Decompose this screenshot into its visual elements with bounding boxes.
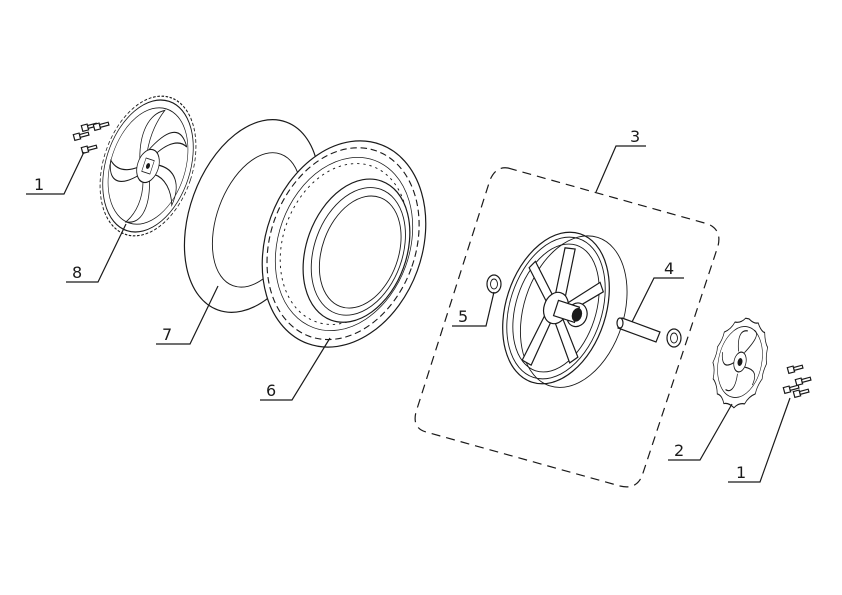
- tire-part: [261, 140, 427, 348]
- bolts-right: [782, 364, 812, 399]
- leader-lines: [26, 145, 791, 483]
- brake-disc-part: [712, 317, 769, 409]
- rim-part: [502, 231, 628, 388]
- callout-1-right: 1: [736, 463, 746, 482]
- axle-part: [616, 317, 682, 348]
- callout-4: 4: [664, 259, 674, 278]
- callout-1-left: 1: [34, 175, 44, 194]
- bearing-part: [486, 274, 502, 294]
- callout-5: 5: [458, 307, 468, 326]
- callout-8: 8: [72, 263, 82, 282]
- callout-3: 3: [630, 127, 640, 146]
- sprocket-part: [99, 95, 197, 237]
- callout-6: 6: [266, 381, 276, 400]
- callout-7: 7: [162, 325, 172, 344]
- wheel-assembly-outline: [414, 167, 720, 488]
- bolts-left: [72, 121, 110, 155]
- callout-2: 2: [674, 441, 684, 460]
